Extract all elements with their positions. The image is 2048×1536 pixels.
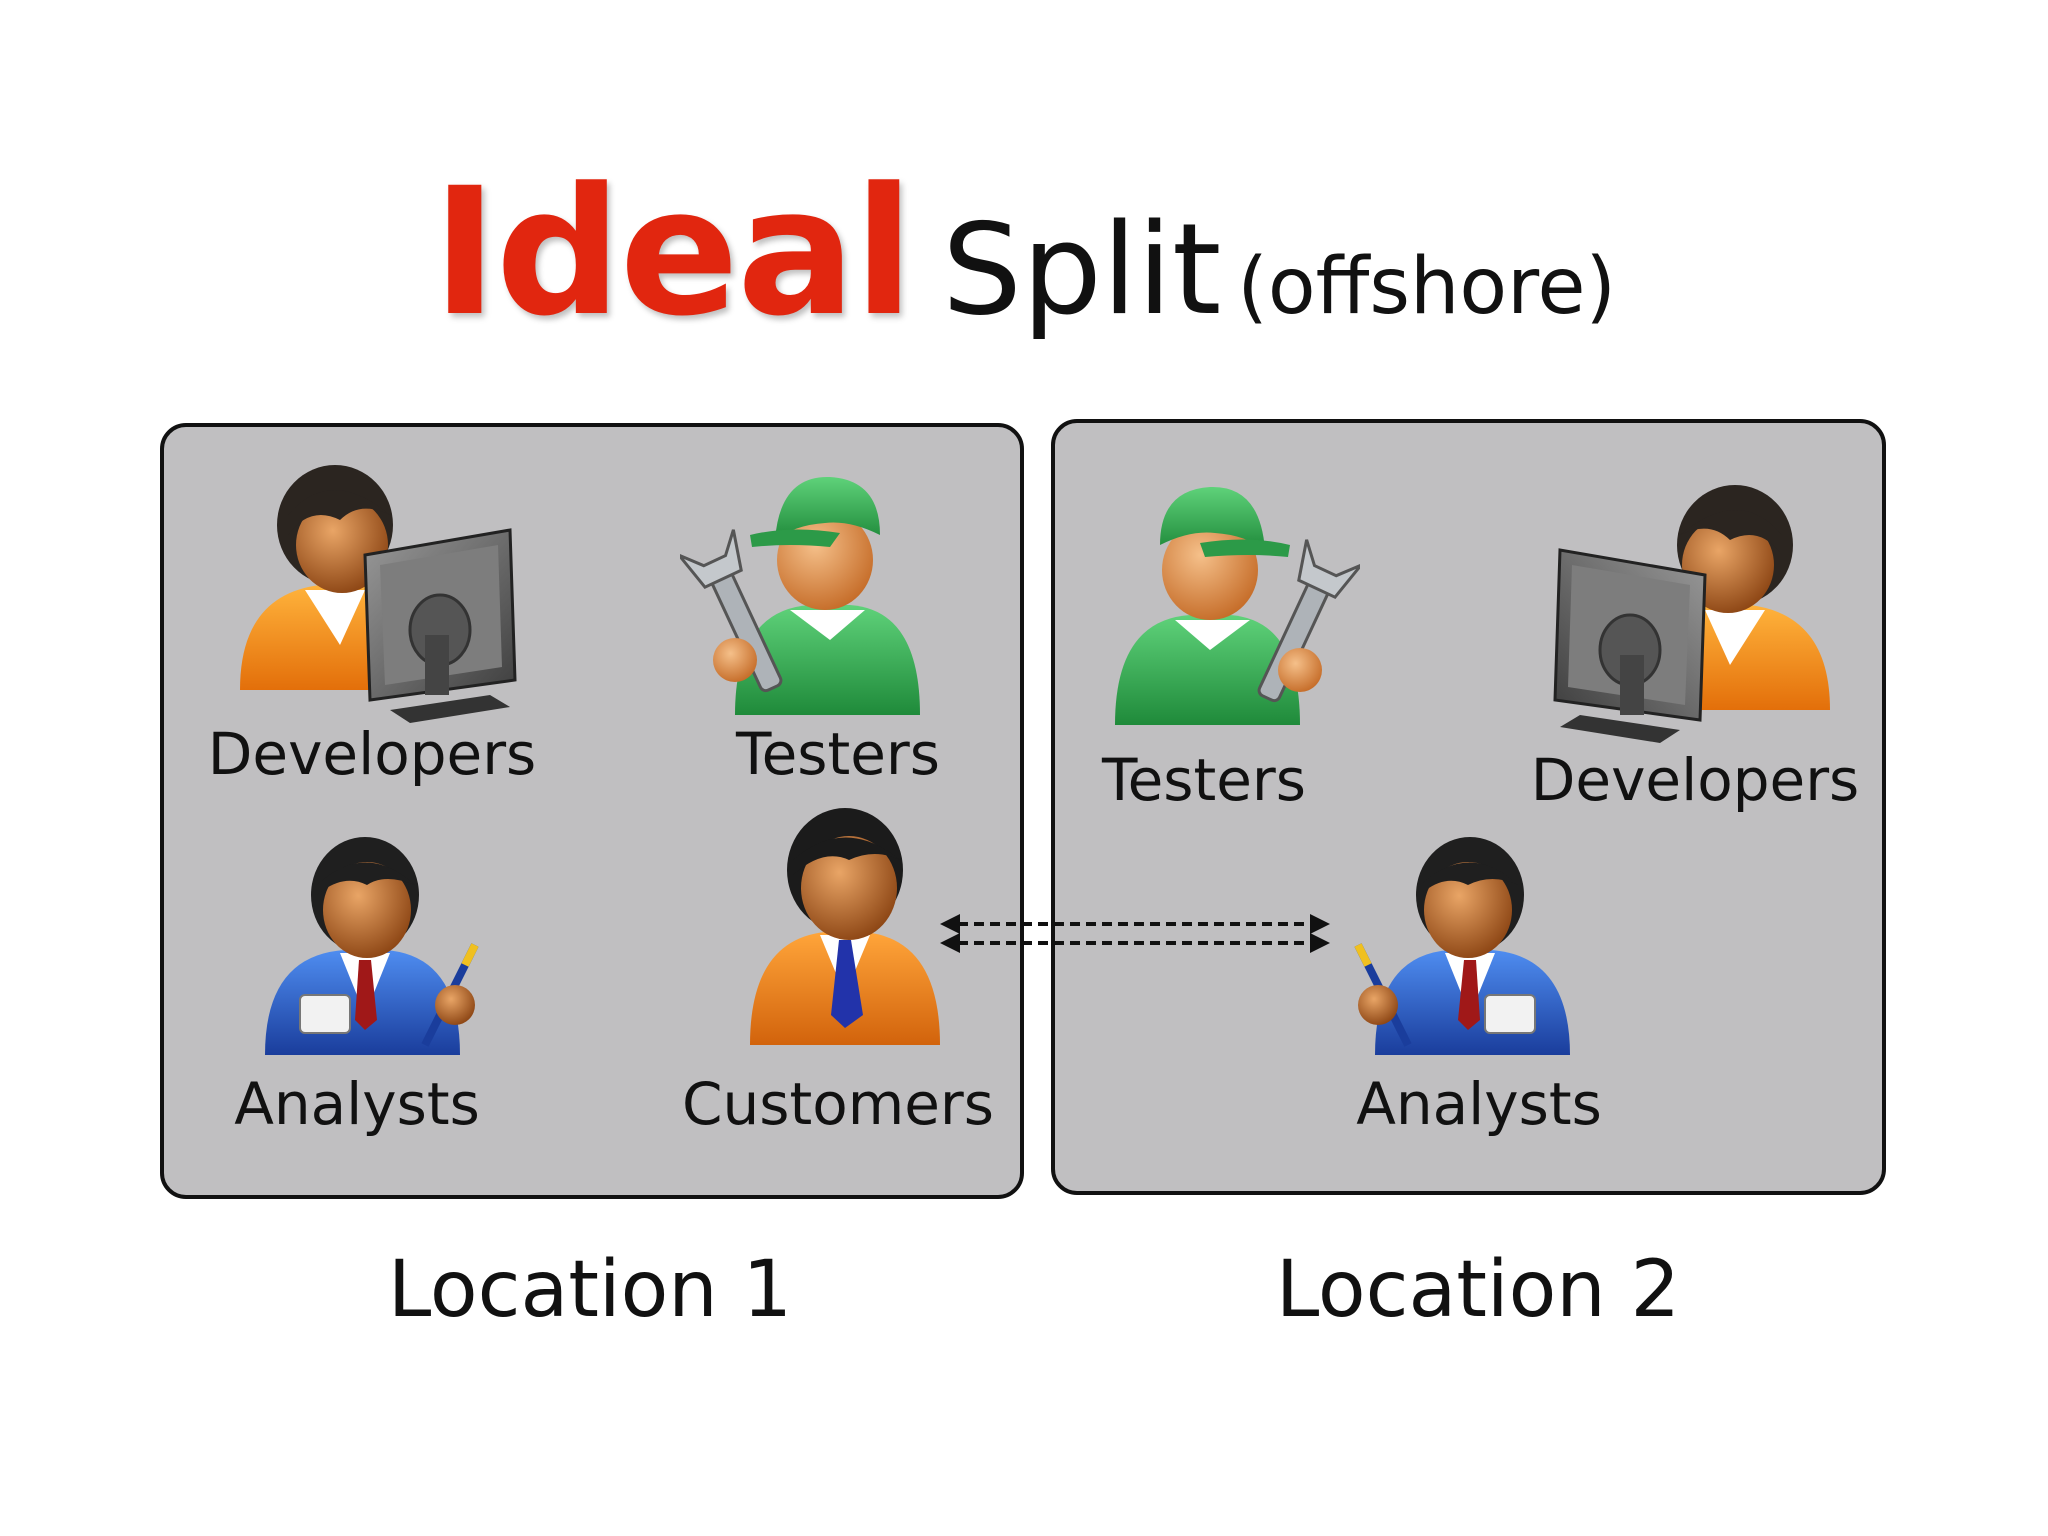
tester-icon (1115, 486, 1360, 725)
label-testers-loc1: Testers (736, 720, 940, 788)
developer-icon (1553, 485, 1830, 743)
analyst-icon (265, 837, 479, 1055)
label-developers-loc2: Developers (1530, 746, 1860, 814)
title-main: Split (942, 196, 1222, 343)
location-1-caption: Location 1 (387, 1245, 793, 1335)
label-analysts-loc1: Analysts (234, 1070, 480, 1138)
customer-icon (750, 808, 940, 1045)
title-emphasis: Ideal (432, 150, 914, 355)
title-subtitle: (offshore) (1237, 242, 1616, 332)
location-2-caption: Location 2 (1275, 1245, 1681, 1335)
label-developers-loc1: Developers (207, 720, 537, 788)
label-analysts-loc2: Analysts (1356, 1070, 1602, 1138)
analyst-icon (1354, 837, 1570, 1055)
label-testers-loc2: Testers (1102, 746, 1306, 814)
developer-icon (240, 465, 517, 723)
bidirectional-link-arrows (940, 914, 1330, 953)
tester-icon (680, 476, 920, 715)
label-customers-loc1: Customers (682, 1070, 994, 1138)
